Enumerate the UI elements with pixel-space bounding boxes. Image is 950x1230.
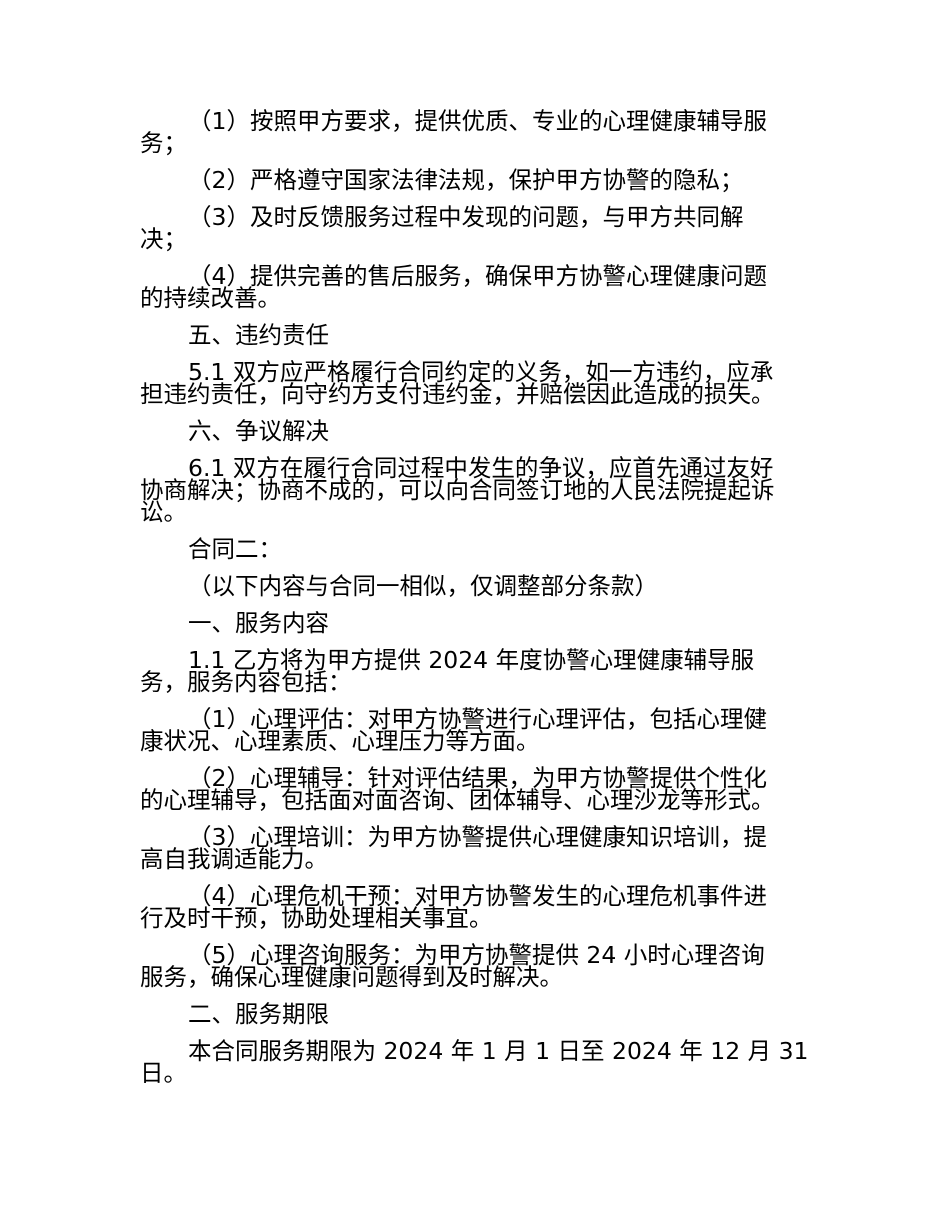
text-line: （3）及时反馈服务过程中发现的问题，与甲方共同解 xyxy=(188,203,744,231)
paragraph: （1）心理评估：对甲方协警进行心理评估，包括心理健康状况、心理素质、心理压力等方… xyxy=(140,705,820,755)
text-line: （4）提供完善的售后服务，确保甲方协警心理健康问题 xyxy=(188,262,767,290)
text-line: 5.1 双方应严格履行合同约定的义务，如一方违约，应承 xyxy=(188,358,774,386)
text-line: 一、服务内容 xyxy=(188,609,329,637)
text-line: 协商解决；协商不成的，可以向合同签订地的人民法院提起诉 xyxy=(140,476,775,504)
text-line: 二、服务期限 xyxy=(188,1000,329,1028)
text-line: 服务，确保心理健康问题得到及时解决。 xyxy=(140,963,563,991)
text-line: 高自我调适能力。 xyxy=(140,845,328,873)
text-line: （2）严格遵守国家法律法规，保护甲方协警的隐私； xyxy=(188,166,744,194)
paragraph: （以下内容与合同一相似，仅调整部分条款） xyxy=(140,572,820,600)
paragraph: 合同二： xyxy=(140,535,820,563)
paragraph: 二、服务期限 xyxy=(140,1000,820,1028)
text-line: 的心理辅导，包括面对面咨询、团体辅导、心理沙龙等形式。 xyxy=(140,786,775,814)
paragraph: （3）心理培训：为甲方协警提供心理健康知识培训，提高自我调适能力。 xyxy=(140,823,820,873)
text-line: 的持续改善。 xyxy=(140,284,281,312)
text-line: 五、违约责任 xyxy=(188,321,329,349)
paragraph: 一、服务内容 xyxy=(140,609,820,637)
text-line: 合同二： xyxy=(188,535,282,563)
paragraph: （3）及时反馈服务过程中发现的问题，与甲方共同解决； xyxy=(140,203,820,253)
text-line: 6.1 双方在履行合同过程中发生的争议，应首先通过友好 xyxy=(188,454,774,482)
text-line: 讼。 xyxy=(140,498,187,526)
text-line: 行及时干预，协助处理相关事宜。 xyxy=(140,904,493,932)
text-line: 决； xyxy=(140,225,187,253)
text-line: 务，服务内容包括： xyxy=(140,668,352,696)
paragraph: （2）心理辅导：针对评估结果，为甲方协警提供个性化的心理辅导，包括面对面咨询、团… xyxy=(140,764,820,814)
document-page: （1）按照甲方要求，提供优质、专业的心理健康辅导服务；（2）严格遵守国家法律法规… xyxy=(140,107,820,1099)
paragraph: 1.1 乙方将为甲方提供 2024 年度协警心理健康辅导服务，服务内容包括： xyxy=(140,646,820,696)
text-line: 康状况、心理素质、心理压力等方面。 xyxy=(140,727,540,755)
paragraph: （2）严格遵守国家法律法规，保护甲方协警的隐私； xyxy=(140,166,820,194)
paragraph: 5.1 双方应严格履行合同约定的义务，如一方违约，应承担违约责任，向守约方支付违… xyxy=(140,358,820,408)
paragraph: （4）心理危机干预：对甲方协警发生的心理危机事件进行及时干预，协助处理相关事宜。 xyxy=(140,882,820,932)
text-line: （2）心理辅导：针对评估结果，为甲方协警提供个性化 xyxy=(188,764,767,792)
text-line: （3）心理培训：为甲方协警提供心理健康知识培训，提 xyxy=(188,823,767,851)
paragraph: （4）提供完善的售后服务，确保甲方协警心理健康问题的持续改善。 xyxy=(140,262,820,312)
text-line: 1.1 乙方将为甲方提供 2024 年度协警心理健康辅导服 xyxy=(188,646,755,674)
text-line: 务； xyxy=(140,129,187,157)
text-line: （1）心理评估：对甲方协警进行心理评估，包括心理健 xyxy=(188,705,767,733)
text-line: （1）按照甲方要求，提供优质、专业的心理健康辅导服 xyxy=(188,107,767,135)
text-line: 本合同服务期限为 2024 年 1 月 1 日至 2024 年 12 月 31 xyxy=(188,1037,809,1065)
text-line: 担违约责任，向守约方支付违约金，并赔偿因此造成的损失。 xyxy=(140,380,775,408)
text-line: （5）心理咨询服务：为甲方协警提供 24 小时心理咨询 xyxy=(188,941,765,969)
paragraph: 五、违约责任 xyxy=(140,321,820,349)
text-line: 六、争议解决 xyxy=(188,417,329,445)
paragraph: 6.1 双方在履行合同过程中发生的争议，应首先通过友好协商解决；协商不成的，可以… xyxy=(140,454,820,526)
text-line: 日。 xyxy=(140,1059,187,1087)
paragraph: （5）心理咨询服务：为甲方协警提供 24 小时心理咨询服务，确保心理健康问题得到… xyxy=(140,941,820,991)
text-line: （以下内容与合同一相似，仅调整部分条款） xyxy=(188,572,658,600)
paragraph: （1）按照甲方要求，提供优质、专业的心理健康辅导服务； xyxy=(140,107,820,157)
paragraph: 六、争议解决 xyxy=(140,417,820,445)
text-line: （4）心理危机干预：对甲方协警发生的心理危机事件进 xyxy=(188,882,767,910)
